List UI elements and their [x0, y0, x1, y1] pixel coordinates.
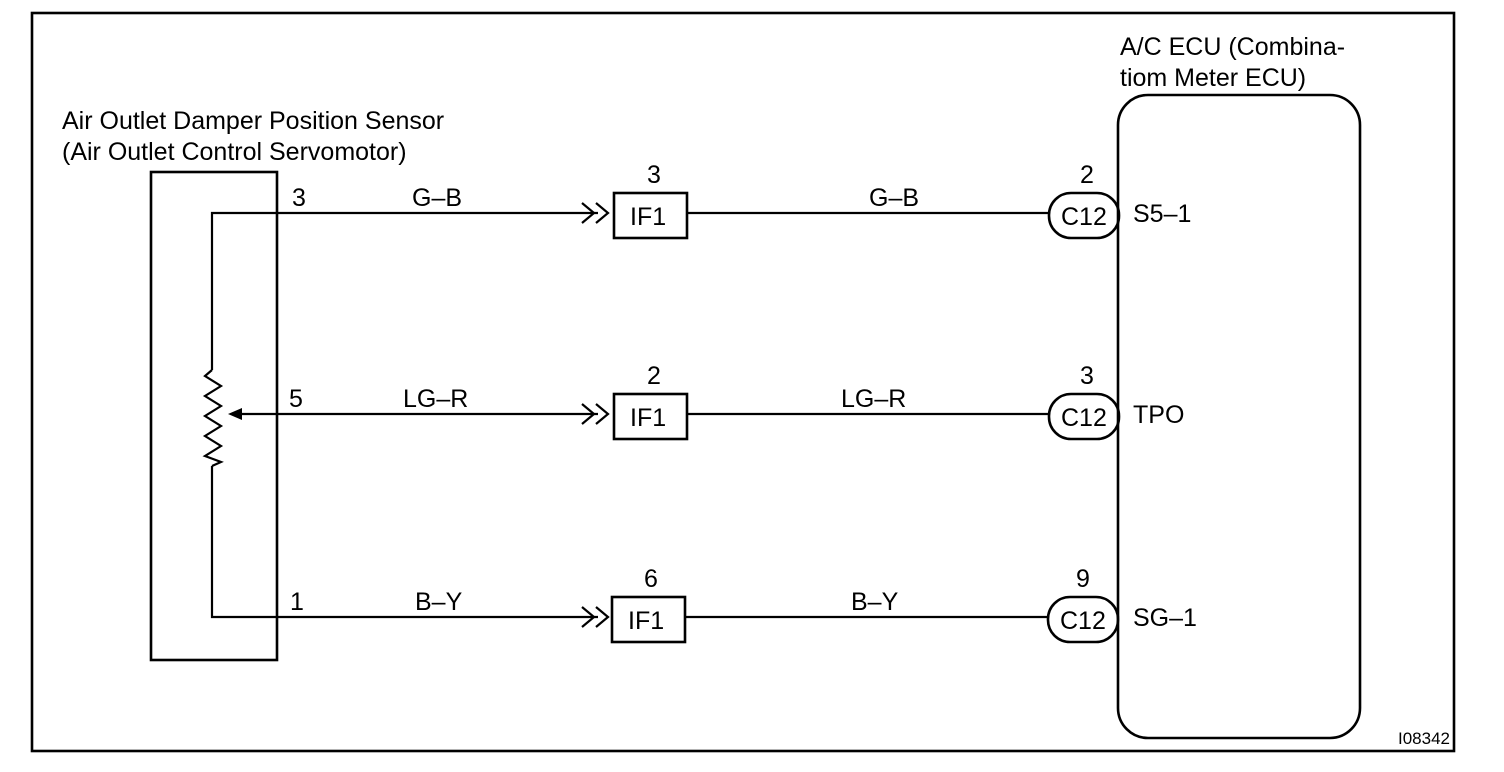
- ecu-title-line1: A/C ECU (Combina-: [1120, 33, 1345, 61]
- ecu-terminal-label: SG–1: [1133, 604, 1197, 632]
- junction-pin-label: 3: [647, 161, 661, 189]
- junction-label: IF1: [630, 203, 666, 231]
- sensor-pin-label: 5: [289, 385, 303, 413]
- junction-connector: [612, 392, 689, 441]
- wire-color-right: G–B: [869, 184, 919, 212]
- junction-pin-label: 6: [644, 565, 658, 593]
- sensor-pin-label: 3: [292, 184, 306, 212]
- wire-color-left: G–B: [412, 184, 462, 212]
- ecu-connector: [1047, 191, 1121, 240]
- ecu-connector: [1046, 595, 1120, 644]
- junction-connector: [610, 595, 687, 644]
- ecu-terminal-label: S5–1: [1133, 200, 1191, 228]
- ecu-pin-label: 9: [1076, 565, 1090, 593]
- wire-color-left: LG–R: [403, 385, 468, 413]
- connector-chevron-icon: [581, 202, 596, 224]
- wire-color-left: B–Y: [415, 588, 463, 616]
- sensor-title-line2: (Air Outlet Control Servomotor): [62, 138, 407, 166]
- junction-label: IF1: [628, 607, 664, 635]
- connector-chevron-icon: [581, 403, 596, 425]
- figure-id: I08342: [1398, 729, 1450, 748]
- sensor-pin-label: 1: [290, 588, 304, 616]
- ecu-connector-label: C12: [1061, 203, 1107, 231]
- ecu-title-line2: tiom Meter ECU): [1120, 64, 1306, 92]
- potentiometer-icon: [202, 369, 224, 468]
- wire-row-1: 3 G–B 3 IF1 G–B 2 C12 S5–1: [277, 161, 1191, 240]
- sensor-internal-wire-bottom: [210, 466, 277, 619]
- ecu-terminal-label: TPO: [1133, 401, 1184, 429]
- connector-chevron-icon: [581, 606, 596, 628]
- connector-chevron-icon: [595, 403, 610, 425]
- connector-chevron-icon: [595, 202, 610, 224]
- ecu-connector-label: C12: [1061, 404, 1107, 432]
- wiper-arrow-icon: [228, 408, 242, 420]
- wire-row-3: 1 B–Y 6 IF1 B–Y 9 C12 SG–1: [277, 565, 1197, 644]
- junction-connector: [612, 191, 689, 240]
- sensor-body: [149, 170, 279, 662]
- wire-color-right: B–Y: [851, 588, 899, 616]
- wire-row-2: 5 LG–R 2 IF1 LG–R 3 C12 TPO: [277, 362, 1184, 441]
- ecu-connector: [1047, 392, 1121, 441]
- sensor-internal-wire-top: [210, 211, 277, 370]
- junction-label: IF1: [630, 404, 666, 432]
- wire-color-right: LG–R: [841, 385, 906, 413]
- ecu-pin-label: 2: [1080, 161, 1094, 189]
- ecu-connector-label: C12: [1060, 607, 1106, 635]
- junction-pin-label: 2: [647, 362, 661, 390]
- connector-chevron-icon: [595, 606, 610, 628]
- sensor-title-line1: Air Outlet Damper Position Sensor: [62, 107, 444, 135]
- diagram-frame: [30, 11, 1456, 753]
- ecu-pin-label: 3: [1080, 362, 1094, 390]
